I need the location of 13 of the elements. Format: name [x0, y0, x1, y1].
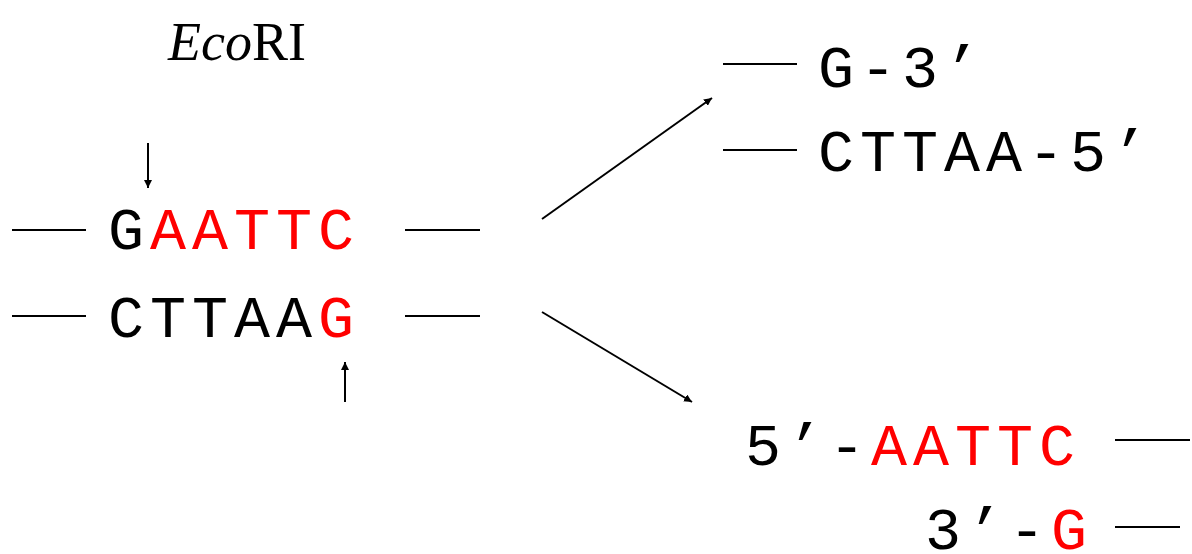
sequence-text: CTTAA — [108, 287, 319, 355]
sequence-text: G — [1051, 499, 1094, 554]
sequence-text: 5’- — [745, 415, 872, 483]
sequence-text: 3’- — [925, 499, 1052, 554]
enzyme-title: EcoRI — [168, 12, 306, 72]
sequence-text: G-3’ — [818, 37, 987, 105]
sequence-text: CTTAA-5’ — [818, 121, 1155, 189]
arrow — [541, 311, 693, 403]
sequence-text: G — [108, 199, 150, 267]
sequence-text: AATTC — [150, 199, 361, 267]
sequence-text: G — [318, 287, 361, 355]
arrow — [541, 97, 713, 220]
sequence-text: AATTC — [871, 415, 1082, 483]
